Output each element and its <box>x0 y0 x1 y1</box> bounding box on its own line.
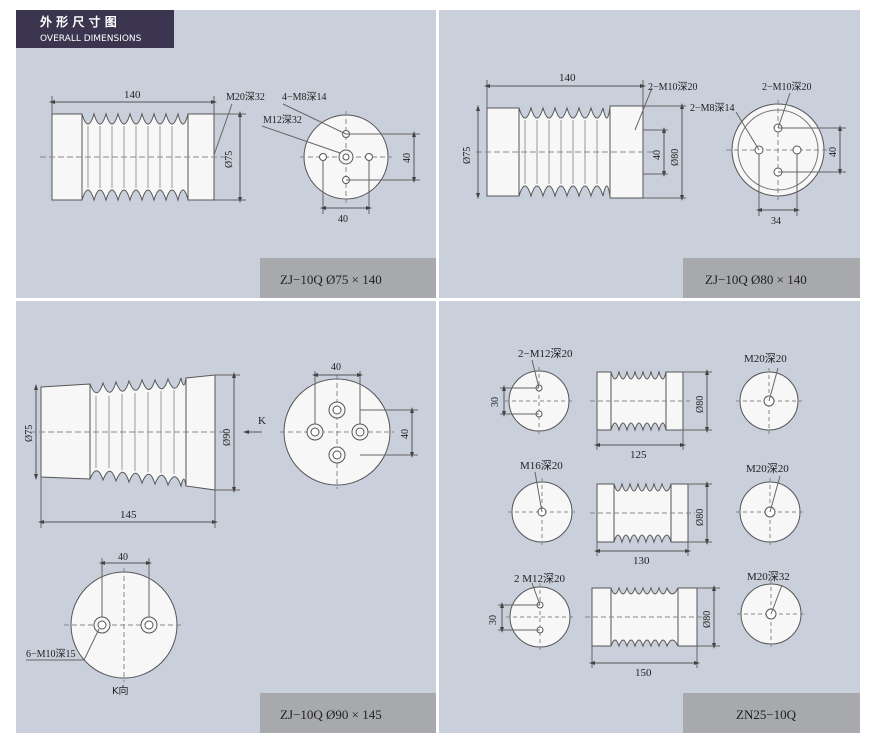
zn25-row-1 <box>500 359 802 450</box>
zn25-row-3 <box>498 580 805 668</box>
p2-pitch-h-label: 34 <box>771 216 781 227</box>
p2-dia-right-label: Ø80 <box>670 149 681 166</box>
insulator-end-view-1 <box>261 103 420 214</box>
p1-dia-label: Ø75 <box>224 151 235 168</box>
p1-length-label: 140 <box>124 89 141 101</box>
k-holes-label: 6−M10深15 <box>26 648 76 660</box>
insulator-side-view-2 <box>476 80 686 201</box>
p3-view-k-label: K <box>258 415 266 427</box>
header-badge: 外 形 尺 寸 图 OVERALL DIMENSIONS <box>16 10 174 48</box>
p3-dia-left-label: Ø75 <box>24 425 35 442</box>
p2-m10a-label: 2−M10深20 <box>648 81 698 93</box>
p3-length-label: 145 <box>120 509 137 521</box>
caption-box-4: ZN25−10Q <box>683 693 860 733</box>
insulator-k-view <box>26 558 184 682</box>
k-pitch-label: 40 <box>118 552 128 563</box>
panel-background-3 <box>16 301 436 733</box>
caption-box-3: ZJ−10Q Ø90 × 145 <box>260 693 436 733</box>
p1-center-hole-label: M12深32 <box>263 114 302 126</box>
zn-r2-length: 130 <box>633 555 650 567</box>
zn-r3-left-dim: 30 <box>488 615 499 625</box>
caption-3: ZJ−10Q Ø90 × 145 <box>280 707 382 722</box>
caption-box-2: ZJ−10Q Ø80 × 140 <box>683 258 860 298</box>
zn-r2-dia: Ø80 <box>695 509 706 526</box>
caption-box-1: ZJ−10Q Ø75 × 140 <box>260 258 436 298</box>
p3-top-pitch-label: 40 <box>331 362 341 373</box>
insulator-side-view-3 <box>30 372 262 528</box>
p2-dia-left-label: Ø75 <box>462 147 473 164</box>
p1-holes-label: 4−M8深14 <box>282 91 327 103</box>
p1-pitch-v-label: 40 <box>402 153 413 163</box>
p2-length-label: 140 <box>559 72 576 84</box>
p3-dia-right-label: Ø90 <box>222 429 233 446</box>
zn-r3-length: 150 <box>635 667 652 679</box>
zn-r1-left-label: 2−M12深20 <box>518 347 573 360</box>
insulator-end-view-2 <box>726 92 846 216</box>
zn25-row-2 <box>508 471 804 556</box>
zn-r1-dia: Ø80 <box>695 396 706 413</box>
zn-r3-right-label: M20深32 <box>747 570 790 583</box>
zn-r1-length: 125 <box>630 449 647 461</box>
p3-pitch-v-label: 40 <box>400 429 411 439</box>
zn-r3-dia: Ø80 <box>702 611 713 628</box>
p2-pitch-side-label: 40 <box>652 150 663 160</box>
header-title-en: OVERALL DIMENSIONS <box>40 34 142 44</box>
zn-r1-right-label: M20深20 <box>744 352 787 365</box>
zn-r3-left-label: 2 M12深20 <box>514 572 566 585</box>
p2-m10b-label: 2−M10深20 <box>762 81 812 93</box>
zn-r2-right-label: M20深20 <box>746 462 789 475</box>
zn-r2-left-label: M16深20 <box>520 459 563 472</box>
insulator-side-view-1 <box>40 96 246 203</box>
k-view-label: K向 <box>112 684 129 697</box>
p2-m8-label: 2−M8深14 <box>690 102 735 114</box>
header-title-cn: 外 形 尺 寸 图 <box>40 14 117 29</box>
zn-r1-left-dim: 30 <box>490 397 501 407</box>
p2-pitch-v-label: 40 <box>828 147 839 157</box>
p1-pitch-h-label: 40 <box>338 214 348 225</box>
caption-1: ZJ−10Q Ø75 × 140 <box>280 272 382 287</box>
insulator-end-view-3 <box>280 371 418 489</box>
caption-4: ZN25−10Q <box>736 707 797 722</box>
p1-thread-label: M20深32 <box>226 91 265 103</box>
caption-2: ZJ−10Q Ø80 × 140 <box>705 272 807 287</box>
